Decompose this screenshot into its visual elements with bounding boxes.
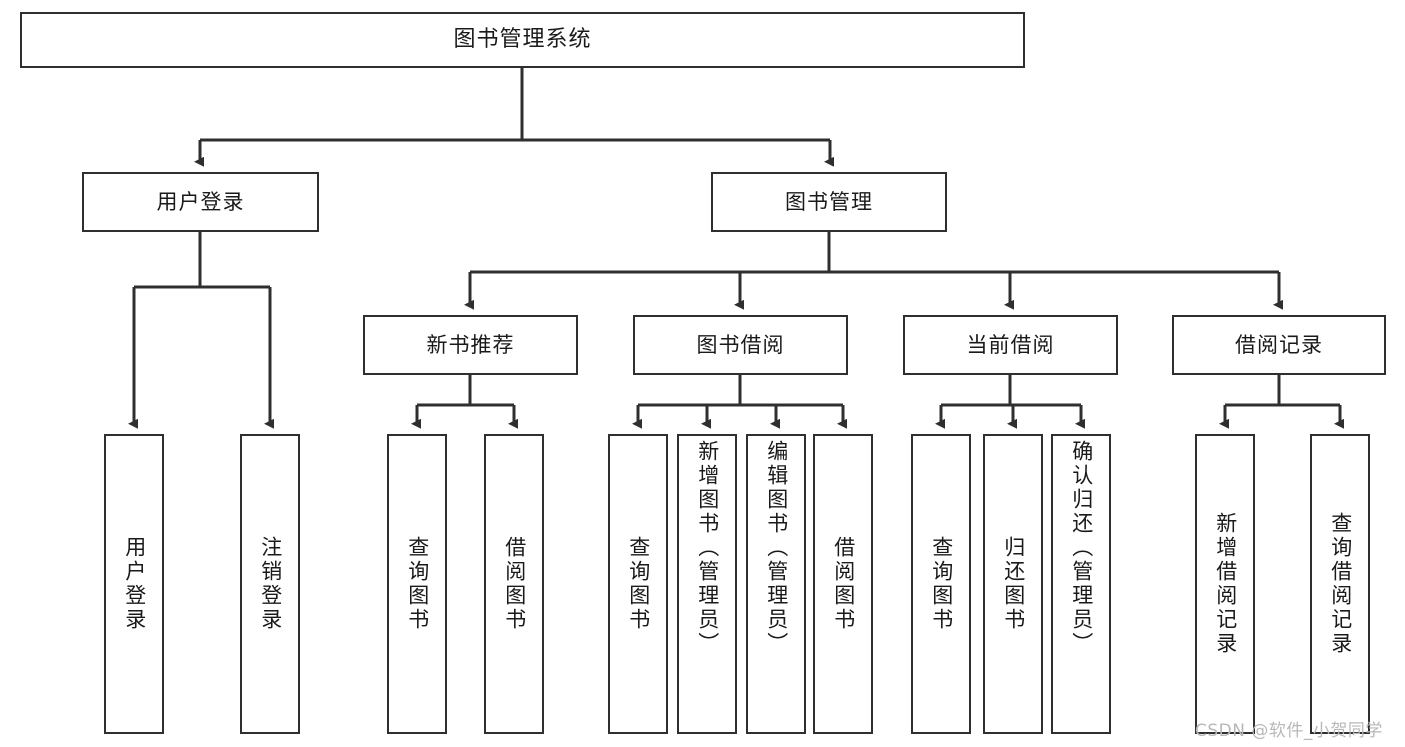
node-book-manage-label: 图书管理 <box>785 189 873 214</box>
leaf-logout[interactable]: 注销登录 <box>240 434 300 734</box>
node-new-book-rec-label: 新书推荐 <box>426 332 515 357</box>
leaf-borrow-book-rec[interactable]: 借阅图书 <box>484 434 544 734</box>
leaf-query-book-cur-label: 查询图书 <box>929 536 954 632</box>
node-book-borrow[interactable]: 图书借阅 <box>633 315 848 375</box>
node-borrow-record[interactable]: 借阅记录 <box>1172 315 1386 375</box>
leaf-edit-book-label: 编辑图书（管理员） <box>764 440 789 656</box>
leaf-user-login[interactable]: 用户登录 <box>104 434 164 734</box>
leaf-user-login-label: 用户登录 <box>122 536 147 632</box>
leaf-query-record[interactable]: 查询借阅记录 <box>1310 434 1370 734</box>
node-borrow-record-label: 借阅记录 <box>1235 332 1323 357</box>
leaf-borrow-book[interactable]: 借阅图书 <box>813 434 873 734</box>
leaf-return-book[interactable]: 归还图书 <box>983 434 1043 734</box>
leaf-confirm-return[interactable]: 确认归还（管理员） <box>1051 434 1111 734</box>
leaf-query-book-borrow-label: 查询图书 <box>626 536 651 632</box>
leaf-query-book-rec-label: 查询图书 <box>405 536 430 632</box>
leaf-confirm-return-label: 确认归还（管理员） <box>1069 440 1094 656</box>
node-book-borrow-label: 图书借阅 <box>696 332 785 357</box>
leaf-query-book-cur[interactable]: 查询图书 <box>911 434 971 734</box>
leaf-query-record-label: 查询借阅记录 <box>1328 512 1353 656</box>
node-book-manage[interactable]: 图书管理 <box>711 172 947 232</box>
node-root[interactable]: 图书管理系统 <box>20 12 1025 68</box>
leaf-add-book-label: 新增图书（管理员） <box>695 440 720 656</box>
leaf-add-book[interactable]: 新增图书（管理员） <box>677 434 737 734</box>
node-current-borrow[interactable]: 当前借阅 <box>903 315 1118 375</box>
leaf-edit-book[interactable]: 编辑图书（管理员） <box>746 434 806 734</box>
leaf-logout-label: 注销登录 <box>258 536 283 632</box>
node-current-borrow-label: 当前借阅 <box>966 332 1055 357</box>
leaf-add-record-label: 新增借阅记录 <box>1213 512 1238 656</box>
node-user-login[interactable]: 用户登录 <box>82 172 319 232</box>
leaf-add-record[interactable]: 新增借阅记录 <box>1195 434 1255 734</box>
leaf-borrow-book-label: 借阅图书 <box>831 536 856 632</box>
leaf-borrow-book-rec-label: 借阅图书 <box>502 536 527 632</box>
node-new-book-rec[interactable]: 新书推荐 <box>363 315 578 375</box>
leaf-return-book-label: 归还图书 <box>1001 536 1026 632</box>
node-user-login-label: 用户登录 <box>156 189 245 214</box>
node-root-label: 图书管理系统 <box>453 27 592 52</box>
leaf-query-book-rec[interactable]: 查询图书 <box>387 434 447 734</box>
leaf-query-book-borrow[interactable]: 查询图书 <box>608 434 668 734</box>
